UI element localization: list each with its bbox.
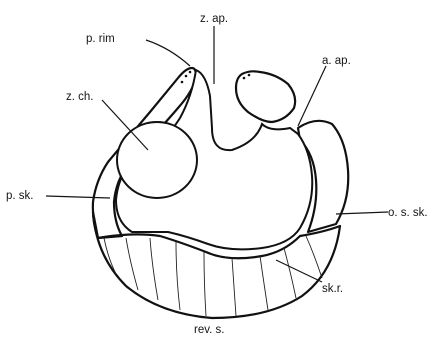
caption: rev. s. — [194, 324, 224, 336]
leader-sk-r — [276, 260, 322, 282]
label-a-ap: a. ap. — [322, 55, 351, 67]
label-z-ap: z. ap. — [200, 13, 228, 25]
leader-p-sk — [46, 196, 110, 198]
label-o-s-sk: o. s. sk. — [388, 207, 428, 219]
leader-a-ap — [298, 66, 326, 126]
label-p-rim: p. rim — [86, 33, 115, 45]
zooid-chamber — [117, 122, 197, 198]
leader-p-rim — [146, 40, 190, 66]
label-sk-r: sk.r. — [322, 283, 343, 295]
label-p-sk: p. sk. — [6, 190, 33, 202]
leader-o-s-sk — [336, 212, 388, 214]
label-z-ch: z. ch. — [66, 91, 93, 103]
